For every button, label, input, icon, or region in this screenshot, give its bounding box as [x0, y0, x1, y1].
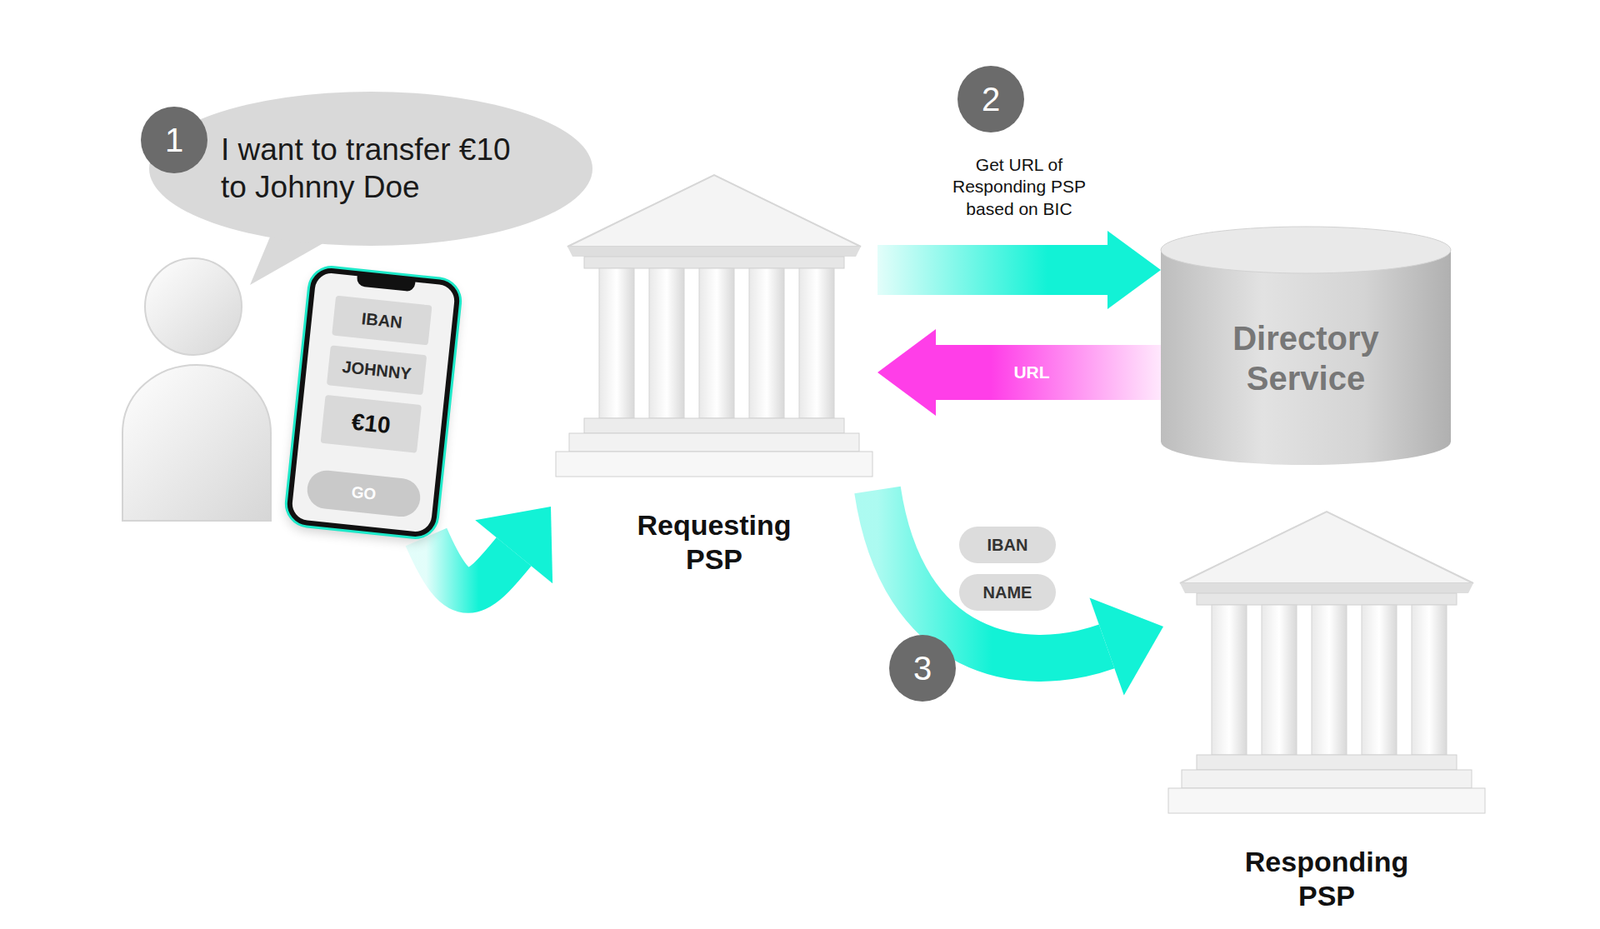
data-pill: IBAN [959, 526, 1056, 564]
node-text: JOHNNY [340, 356, 412, 385]
bank-label: Requesting PSP [614, 508, 815, 577]
flow-arrow [877, 329, 1161, 416]
node-text: NAME [983, 582, 1033, 603]
data-pill: NAME [959, 574, 1056, 611]
node-text: €10 [350, 408, 392, 440]
node-text: Directory Service [1180, 318, 1431, 399]
psp-bank: Requesting PSP [550, 173, 878, 582]
arrow-head [1089, 597, 1164, 695]
edge-label: Get URL of Responding PSP based on BIC [944, 154, 1095, 220]
input-field: IBAN [331, 295, 432, 346]
callout-number: 2 [957, 65, 1025, 133]
callout-number: 3 [889, 635, 956, 702]
speech-bubble: I want to transfer €10 to Johnny Doe [149, 91, 592, 246]
input-field: JOHNNY [326, 345, 427, 395]
bank-label: Responding PSP [1226, 845, 1427, 914]
node-text: IBAN [360, 308, 404, 333]
arrow-body [425, 537, 514, 591]
node-text: I want to transfer €10 to Johnny Doe [220, 131, 521, 206]
flow-arrow [877, 230, 1161, 310]
arrow-shape [877, 329, 1161, 416]
input-field: €10 [320, 395, 422, 454]
callout-number: 1 [140, 106, 208, 174]
node-text: IBAN [987, 535, 1029, 555]
arrow-shape [877, 230, 1161, 310]
directory-cylinder: Directory Service [1160, 226, 1451, 465]
arrow-head [475, 506, 553, 584]
phone: IBAN JOHNNY €10GO [285, 265, 461, 539]
psp-bank: Responding PSP [1163, 510, 1490, 919]
node-text: GO [350, 483, 378, 505]
flow-arrow [425, 506, 553, 591]
go-button: GO [305, 468, 422, 519]
edge-label: URL [981, 361, 1082, 384]
arrow-body [877, 490, 1107, 659]
